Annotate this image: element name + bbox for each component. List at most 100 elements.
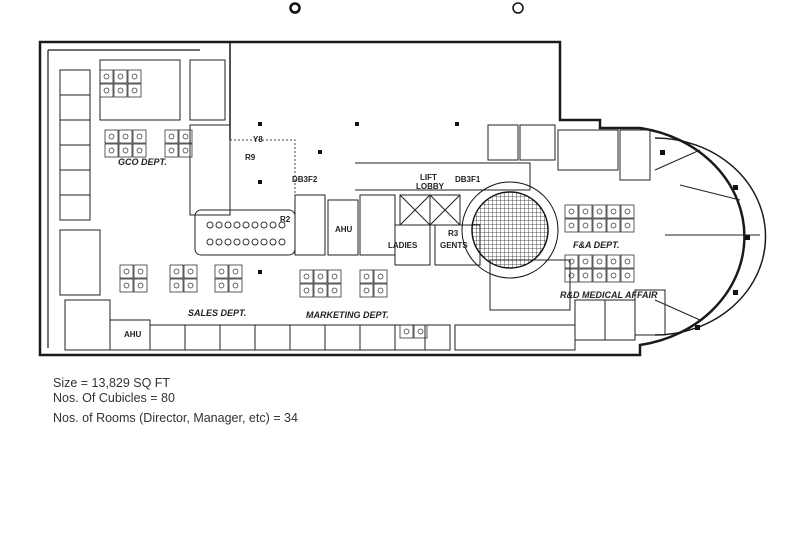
cubicle xyxy=(183,264,198,279)
chair xyxy=(232,282,239,289)
conference-chair xyxy=(242,221,250,229)
cubicle xyxy=(606,254,621,269)
conference-chair xyxy=(251,238,259,246)
chair xyxy=(331,273,338,280)
cubicle xyxy=(104,143,119,158)
chair xyxy=(122,147,129,154)
cubicle xyxy=(620,254,635,269)
chair xyxy=(582,258,589,265)
cubicle xyxy=(214,278,229,293)
chair xyxy=(168,133,175,140)
label-lobby: LOBBY xyxy=(416,182,445,191)
cubicle xyxy=(373,283,388,298)
cubicle xyxy=(118,143,133,158)
chair xyxy=(596,208,603,215)
conference-chair xyxy=(278,238,286,246)
chair xyxy=(136,133,143,140)
cubicle xyxy=(327,283,342,298)
chair xyxy=(173,268,180,275)
building-walls xyxy=(38,40,767,357)
chair xyxy=(218,282,225,289)
chair xyxy=(596,258,603,265)
cubicle xyxy=(413,324,428,339)
size-stat: Size = 13,829 SQ FT xyxy=(53,376,171,390)
cubicle xyxy=(373,269,388,284)
cubicle xyxy=(592,268,607,283)
cubicle xyxy=(606,204,621,219)
label-lift: LIFT xyxy=(420,173,437,182)
cubicle xyxy=(169,264,184,279)
label-ahu-left: AHU xyxy=(124,330,142,339)
label-rd-medical-affair: R&D MEDICAL AFFAIR xyxy=(560,290,658,300)
rooms-stat: Nos. of Rooms (Director, Manager, etc) =… xyxy=(53,411,298,425)
chair xyxy=(377,287,384,294)
cubicle xyxy=(578,204,593,219)
chair xyxy=(137,282,144,289)
conference-chair xyxy=(269,238,277,246)
conference-chair xyxy=(269,221,277,229)
chair xyxy=(187,282,194,289)
chair xyxy=(103,87,110,94)
conference-chair xyxy=(224,238,232,246)
chair xyxy=(117,87,124,94)
cubicle xyxy=(99,69,114,84)
cubicle xyxy=(592,254,607,269)
cubicle xyxy=(327,269,342,284)
cubicle xyxy=(178,143,193,158)
cubicle xyxy=(620,268,635,283)
cubicle xyxy=(606,268,621,283)
cubicle xyxy=(183,278,198,293)
cubicle xyxy=(127,83,142,98)
conference-chair xyxy=(260,238,268,246)
cubicle xyxy=(132,143,147,158)
chair xyxy=(122,133,129,140)
conference-chair xyxy=(260,221,268,229)
cubicle xyxy=(359,269,374,284)
chair xyxy=(136,147,143,154)
chair xyxy=(624,258,631,265)
chair xyxy=(182,133,189,140)
cubicle xyxy=(214,264,229,279)
marker-circle-left xyxy=(289,2,301,14)
conference-chair xyxy=(215,221,223,229)
chair xyxy=(568,272,575,279)
cubicle xyxy=(620,204,635,219)
label-r3: R3 xyxy=(448,229,459,238)
cubicle xyxy=(119,264,134,279)
chair xyxy=(610,258,617,265)
cubicle xyxy=(169,278,184,293)
chair xyxy=(403,328,410,335)
chair xyxy=(363,273,370,280)
chair xyxy=(103,73,110,80)
cubicle xyxy=(113,83,128,98)
cubicle xyxy=(113,69,128,84)
chair xyxy=(568,258,575,265)
cubicle xyxy=(578,218,593,233)
chair xyxy=(377,273,384,280)
chair xyxy=(610,208,617,215)
cubicle xyxy=(118,129,133,144)
chair xyxy=(108,133,115,140)
cubicle xyxy=(299,269,314,284)
chair xyxy=(582,208,589,215)
cubicle xyxy=(564,204,579,219)
cubicle xyxy=(228,264,243,279)
conference-chair xyxy=(224,221,232,229)
cubicle xyxy=(592,204,607,219)
cubicle xyxy=(620,218,635,233)
label-fa-dept: F&A DEPT. xyxy=(573,240,620,250)
conference-chair xyxy=(206,238,214,246)
cubicle xyxy=(606,218,621,233)
chair xyxy=(232,268,239,275)
chair xyxy=(624,222,631,229)
chair xyxy=(131,73,138,80)
conference-chair xyxy=(206,221,214,229)
label-gco-dept: GCO DEPT. xyxy=(118,157,167,167)
label-sales-dept: SALES DEPT. xyxy=(188,308,246,318)
label-gents: GENTS xyxy=(440,241,468,250)
cubicle xyxy=(399,324,414,339)
chair xyxy=(582,272,589,279)
conference-chair xyxy=(278,221,286,229)
chair xyxy=(108,147,115,154)
